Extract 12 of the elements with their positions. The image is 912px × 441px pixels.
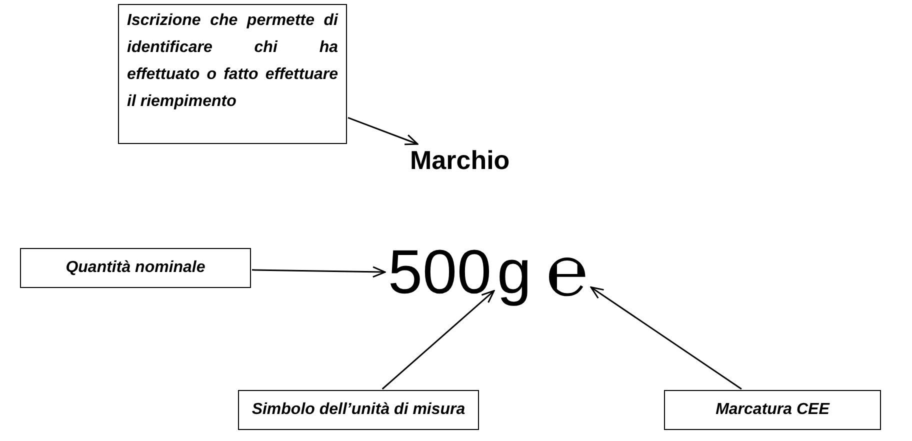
unit-symbol: g (497, 242, 532, 304)
arrow (252, 266, 386, 278)
description-box: Quantità nominale (20, 248, 251, 288)
estimated-sign: ℮ (546, 236, 588, 306)
quantity-value: 500 (388, 242, 492, 304)
description-box: Simbolo dell’unità di misura (238, 390, 479, 430)
arrow (382, 290, 495, 390)
mark-label: Marchio (410, 147, 510, 173)
arrow (590, 286, 742, 390)
description-box: Marcatura CEE (664, 390, 881, 430)
description-box: Iscrizione che permette di identificare chi ha effettuato o fatto effettuare il riempimento (118, 4, 347, 144)
arrow (348, 116, 418, 146)
